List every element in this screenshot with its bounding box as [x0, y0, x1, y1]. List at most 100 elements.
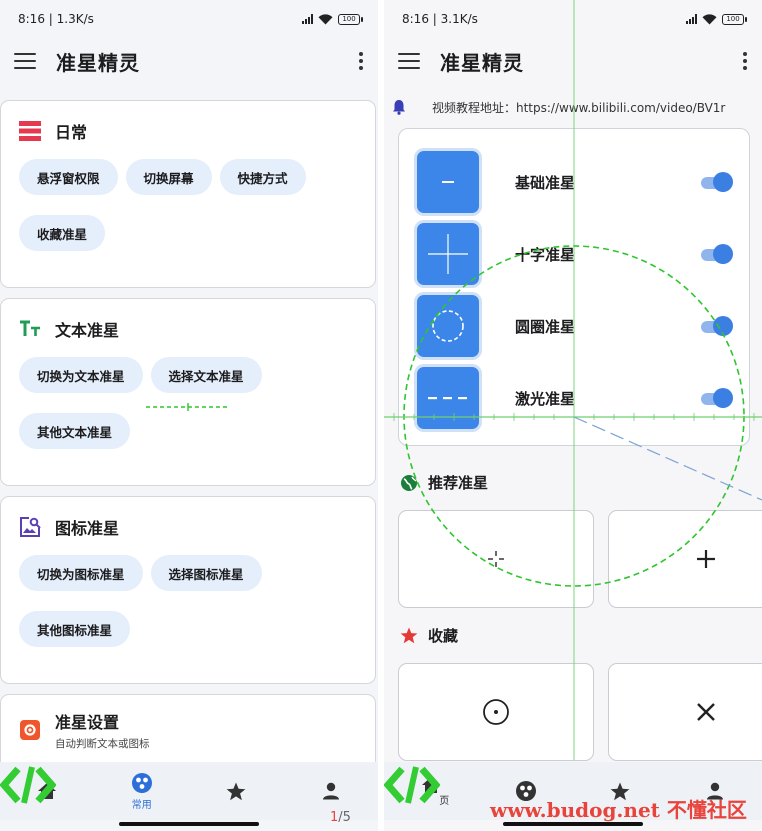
crosshair-plus-icon — [428, 234, 468, 274]
status-bar: 8:16 | 3.1K/s 100 — [384, 0, 762, 38]
shortcut-button[interactable]: 快捷方式 — [219, 159, 306, 195]
switch-screen-button[interactable]: 切换屏幕 — [125, 159, 212, 195]
tutorial-url-text: 视频教程地址：https://www.bilibili.com/video/BV… — [432, 100, 726, 115]
text-format-icon — [19, 318, 41, 340]
crosshair-label: 十字准星 — [515, 245, 576, 264]
basic-crosshair-tile[interactable] — [417, 151, 479, 213]
app-bar: 准星精灵 — [384, 38, 762, 84]
dotted-crosshair-icon — [488, 551, 504, 567]
app-title: 准星精灵 — [440, 50, 524, 75]
nav-home-label: 页 — [439, 795, 450, 807]
apps-icon — [515, 781, 536, 801]
nav-favorites[interactable] — [189, 762, 284, 820]
nav-profile[interactable] — [668, 762, 762, 820]
signal-icon — [686, 14, 697, 24]
watermark-text: www.budog.net 不懂社区 — [490, 798, 747, 822]
recommended-crosshair-plus[interactable] — [608, 510, 762, 608]
laser-crosshair-tile[interactable] — [417, 367, 479, 429]
app-title: 准星精灵 — [56, 50, 140, 75]
overlay-permission-button[interactable]: 悬浮窗权限 — [19, 159, 118, 195]
divider — [378, 0, 384, 831]
laser-crosshair-toggle[interactable] — [701, 388, 733, 408]
card-daily: 日常 悬浮窗权限 切换屏幕 快捷方式 收藏准星 — [0, 100, 376, 288]
select-icon-button[interactable]: 选择图标准星 — [150, 555, 262, 591]
battery-icon: 100 — [722, 13, 747, 25]
nav-common[interactable]: 常用 — [95, 762, 190, 820]
star-icon — [610, 782, 630, 800]
star-icon — [400, 627, 420, 644]
crosshair-row-laser: 激光准星 — [417, 365, 733, 431]
left-phone-screen: 8:16 | 1.3K/s 100 准星精灵 日常 悬浮窗权限 切换屏幕 快捷方… — [0, 0, 378, 831]
tutorial-notice[interactable]: 视频教程地址：https://www.bilibili.com/video/BV… — [392, 92, 762, 122]
laser-dashes-icon — [428, 397, 467, 400]
card-subtitle: 自动判断文本或图标 — [55, 738, 150, 750]
status-time: 8:16 | 3.1K/s — [402, 12, 478, 26]
section-title: 收藏 — [428, 627, 459, 645]
status-bar: 8:16 | 1.3K/s 100 — [0, 0, 378, 38]
right-phone-screen: 8:16 | 3.1K/s 100 准星精灵 视频教程地址：https://ww… — [384, 0, 762, 831]
nav-common[interactable] — [479, 762, 574, 820]
home-indicator — [119, 822, 259, 826]
more-options-icon[interactable] — [742, 52, 748, 70]
crosshair-row-cross: 十字准星 — [417, 221, 733, 287]
wifi-icon — [318, 13, 333, 24]
crosshair-label: 激光准星 — [515, 389, 576, 408]
crosshair-toggle-card: 基础准星 十字准星 圆圈准星 激光准星 — [398, 128, 750, 446]
cross-crosshair-tile[interactable] — [417, 223, 479, 285]
home-indicator — [503, 822, 643, 826]
bottom-navigation: 常用 — [0, 762, 378, 820]
x-icon — [697, 703, 715, 721]
menu-icon[interactable] — [14, 53, 36, 69]
plus-icon — [697, 550, 715, 568]
wifi-icon — [702, 13, 717, 24]
basic-crosshair-toggle[interactable] — [701, 172, 733, 192]
other-icon-button[interactable]: 其他图标准星 — [19, 611, 131, 647]
switch-to-icon-button[interactable]: 切换为图标准星 — [19, 555, 143, 591]
nav-common-label: 常用 — [131, 799, 152, 811]
circle-crosshair-toggle[interactable] — [701, 316, 733, 336]
circle-crosshair-tile[interactable] — [417, 295, 479, 357]
card-title: 准星设置 — [55, 713, 120, 732]
other-text-button[interactable]: 其他文本准星 — [19, 413, 131, 449]
apps-icon — [131, 772, 152, 793]
dashed-circle-icon — [432, 310, 464, 342]
dash-icon — [442, 181, 454, 183]
favorites-section-header: 收藏 — [400, 625, 458, 646]
globe-icon — [400, 474, 420, 492]
nav-favorites[interactable] — [573, 762, 668, 820]
layers-icon — [19, 120, 41, 142]
dot-circle-icon — [483, 699, 509, 725]
card-text-crosshair: 文本准星 切换为文本准星 选择文本准星 其他文本准星 — [0, 298, 376, 486]
crosshair-label: 圆圈准星 — [515, 317, 576, 336]
section-title: 推荐准星 — [428, 474, 489, 492]
crosshair-row-basic: 基础准星 — [417, 149, 733, 215]
select-text-button[interactable]: 选择文本准星 — [150, 357, 262, 393]
card-icon-crosshair: 图标准星 切换为图标准星 选择图标准星 其他图标准星 — [0, 496, 376, 684]
card-title: 日常 — [55, 123, 88, 142]
settings-icon — [19, 719, 41, 741]
star-icon — [226, 782, 246, 800]
favorite-crosshair-dot-circle[interactable] — [398, 663, 594, 761]
card-title: 文本准星 — [55, 321, 120, 340]
person-icon — [322, 782, 339, 800]
menu-icon[interactable] — [398, 53, 420, 69]
status-time: 8:16 | 1.3K/s — [18, 12, 94, 26]
page-indicator: 1/5 — [330, 810, 351, 825]
favorite-crosshair-button[interactable]: 收藏准星 — [19, 215, 106, 251]
switch-to-text-button[interactable]: 切换为文本准星 — [19, 357, 143, 393]
cross-crosshair-toggle[interactable] — [701, 244, 733, 264]
signal-icon — [302, 14, 313, 24]
person-icon — [706, 782, 723, 800]
crosshair-row-circle: 圆圈准星 — [417, 293, 733, 359]
app-bar: 准星精灵 — [0, 38, 378, 84]
nav-profile[interactable] — [284, 762, 379, 820]
card-title: 图标准星 — [55, 519, 120, 538]
crosshair-label: 基础准星 — [515, 173, 576, 192]
brand-logo-icon — [0, 766, 56, 804]
more-options-icon[interactable] — [358, 52, 364, 70]
favorite-crosshair-x[interactable] — [608, 663, 762, 761]
battery-icon: 100 — [338, 13, 363, 25]
recommended-crosshair-dotted[interactable] — [398, 510, 594, 608]
recommended-section-header: 推荐准星 — [400, 472, 488, 493]
brand-logo-icon — [384, 766, 440, 804]
